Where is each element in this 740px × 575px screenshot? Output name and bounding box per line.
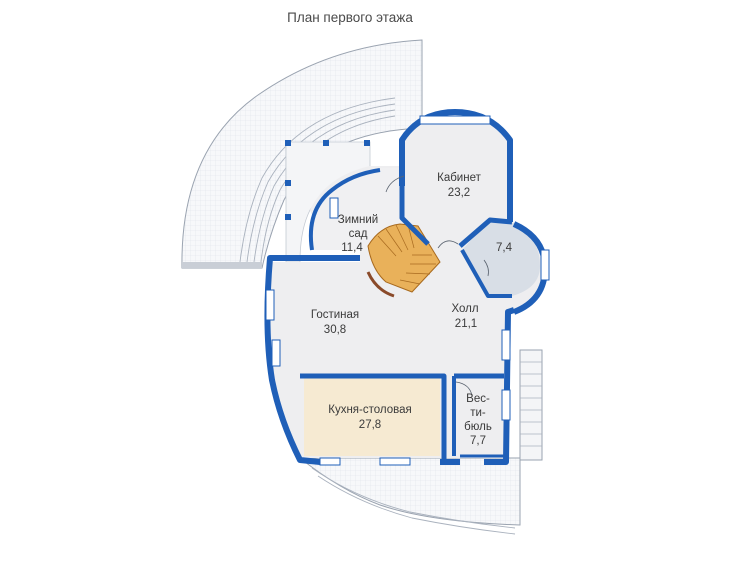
bath-area: 7,4 <box>496 242 513 254</box>
living-name: Гостиная <box>311 309 359 321</box>
kitchen-area: 27,8 <box>359 419 381 431</box>
living-area: 30,8 <box>324 324 346 336</box>
plan-title: План первого этажа <box>287 10 413 25</box>
vestibule-name-1: Вес- <box>466 393 490 405</box>
winter-garden-name-2: сад <box>349 228 368 240</box>
study-area: 23,2 <box>448 187 470 199</box>
terrace-lower <box>298 457 521 526</box>
vestibule-area: 7,7 <box>470 435 486 447</box>
pergola-posts <box>285 140 370 220</box>
entrance-stairs <box>519 349 543 461</box>
windows <box>265 115 550 466</box>
walls <box>264 109 548 465</box>
hall-name: Холл <box>451 303 478 315</box>
kitchen-name: Кухня-столовая <box>328 404 411 416</box>
vestibule-name-3: бюль <box>464 421 492 433</box>
bath-floor <box>462 222 540 296</box>
winter-garden-name-1: Зимний <box>338 214 378 226</box>
room-labels: Зимний сад 11,4 Кабинет 23,2 7,4 Гостина… <box>311 172 513 447</box>
study-name: Кабинет <box>437 172 481 184</box>
hall-area: 21,1 <box>455 318 477 330</box>
door-swings <box>385 175 489 397</box>
terrace-edge <box>182 262 262 268</box>
kitchen-floor <box>304 378 440 456</box>
vestibule-name-2: ти- <box>470 407 486 419</box>
winter-garden-area: 11,4 <box>341 242 363 254</box>
lower-steps <box>311 467 516 535</box>
